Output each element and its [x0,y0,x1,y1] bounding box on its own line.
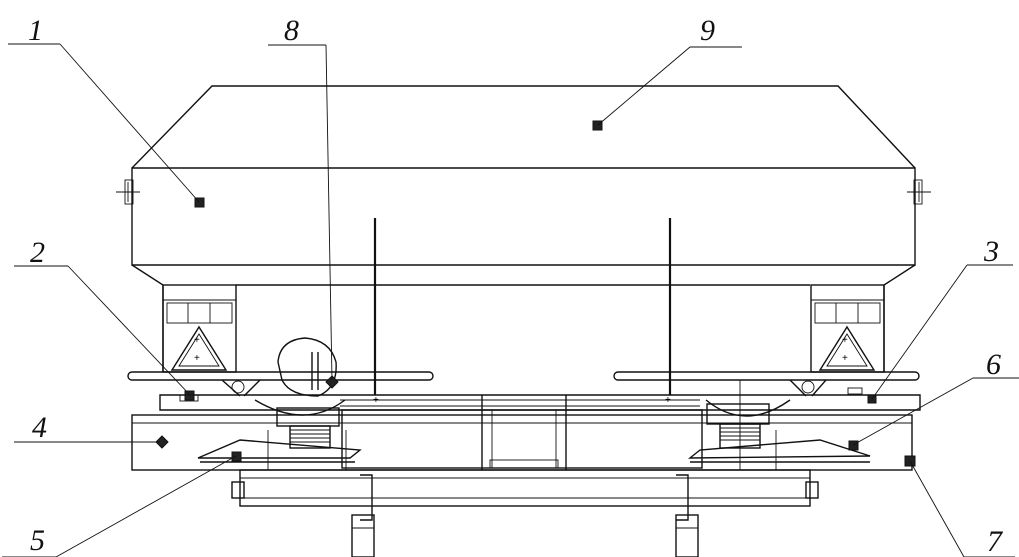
marker-2 [184,390,195,401]
left-warning-plate: + + [162,284,237,373]
marker-9 [592,120,603,131]
callout-7: 7 [987,525,1004,557]
marker-5 [231,451,242,462]
callout-6: 6 [986,348,1001,381]
hopper [116,85,931,395]
svg-text:+: + [665,395,671,406]
callout-2: 2 [30,236,45,269]
leader-lines [2,43,1019,557]
callout-1: 1 [28,14,43,47]
callout-5: 5 [30,524,45,557]
svg-text:+: + [194,335,200,346]
chassis [231,455,916,557]
svg-text:+: + [842,335,848,346]
handle [277,337,339,397]
marker-6 [848,440,859,451]
callout-8: 8 [284,14,299,47]
middle-frame: + + [159,387,921,411]
right-warning-plate: + + [810,284,885,373]
callout-numbers: 1 2 3 4 5 6 7 8 9 [28,14,1004,557]
marker-8 [325,375,339,389]
callout-9: 9 [700,14,715,47]
right-spreader-disc [687,380,871,470]
marker-1 [194,197,205,208]
svg-text:+: + [194,353,200,364]
svg-text:+: + [842,353,848,364]
callout-3: 3 [983,235,999,268]
side-rails [127,371,920,397]
marker-4 [155,435,169,449]
callout-4: 4 [32,411,47,444]
svg-text:+: + [373,395,379,406]
